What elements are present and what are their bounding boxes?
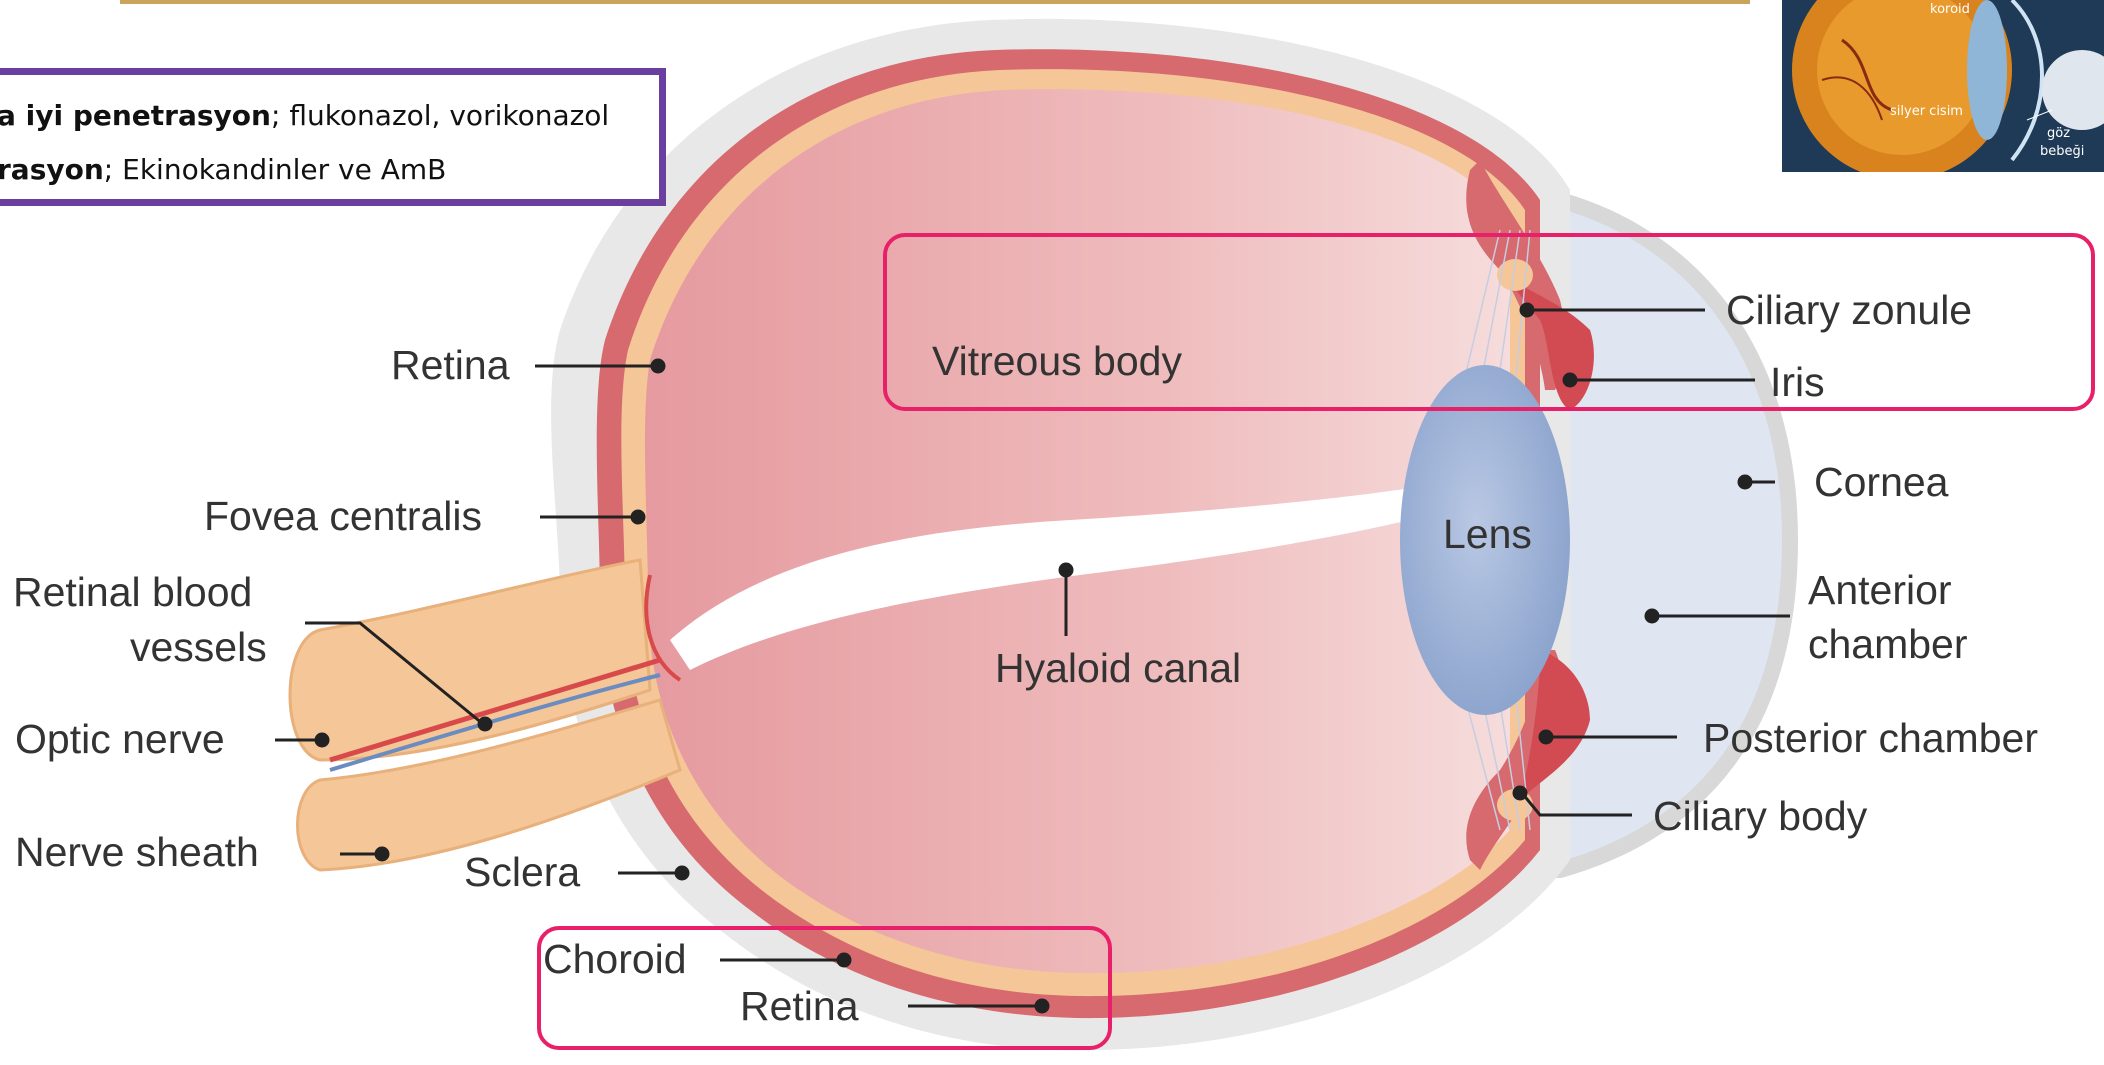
label-anterior-chamber-2: chamber (1808, 624, 1968, 665)
label-fovea-centralis: Fovea centralis (204, 496, 482, 537)
label-iris: Iris (1770, 362, 1825, 403)
top-bar (120, 0, 1750, 4)
label-hyaloid-canal: Hyaloid canal (995, 648, 1241, 689)
label-choroid: Choroid (543, 939, 687, 980)
label-nerve-sheath: Nerve sheath (15, 832, 259, 873)
label-cornea: Cornea (1814, 462, 1948, 503)
note-line-2-rest: ; Ekinokandinler ve AmB (104, 153, 447, 186)
label-retina: Retina (391, 345, 510, 386)
thumb-label-bebegi: bebeği (2040, 144, 2084, 159)
label-ciliary-zonule: Ciliary zonule (1726, 290, 1972, 331)
note-line-2-bold: rasyon (0, 153, 104, 186)
label-anterior-chamber-1: Anterior (1808, 570, 1952, 611)
thumb-label-koroid: koroid (1930, 2, 1970, 17)
thumb-label-silyer: silyer cisim (1890, 104, 1963, 119)
note-line-1-rest: ; flukonazol, vorikonazol (271, 99, 609, 132)
thumb-label-goz: göz (2047, 126, 2070, 141)
label-retina-bottom: Retina (740, 986, 859, 1027)
label-lens: Lens (1443, 514, 1532, 555)
note-line-2: rasyon; Ekinokandinler ve AmB (0, 153, 446, 186)
note-box: a iyi penetrasyon; flukonazol, vorikonaz… (0, 68, 666, 206)
label-retinal-blood-vessels-1: Retinal blood (13, 572, 252, 613)
label-posterior-chamber: Posterior chamber (1703, 718, 2038, 759)
note-line-1-bold: a iyi penetrasyon (0, 99, 271, 132)
note-line-1: a iyi penetrasyon; flukonazol, vorikonaz… (0, 99, 609, 132)
label-ciliary-body: Ciliary body (1653, 796, 1867, 837)
eye-thumbnail: koroid silyer cisim göz bebeği (1782, 0, 2104, 172)
label-vitreous-body: Vitreous body (932, 341, 1182, 382)
label-retinal-blood-vessels-2: vessels (130, 627, 267, 668)
label-sclera: Sclera (464, 852, 580, 893)
label-optic-nerve: Optic nerve (15, 719, 225, 760)
